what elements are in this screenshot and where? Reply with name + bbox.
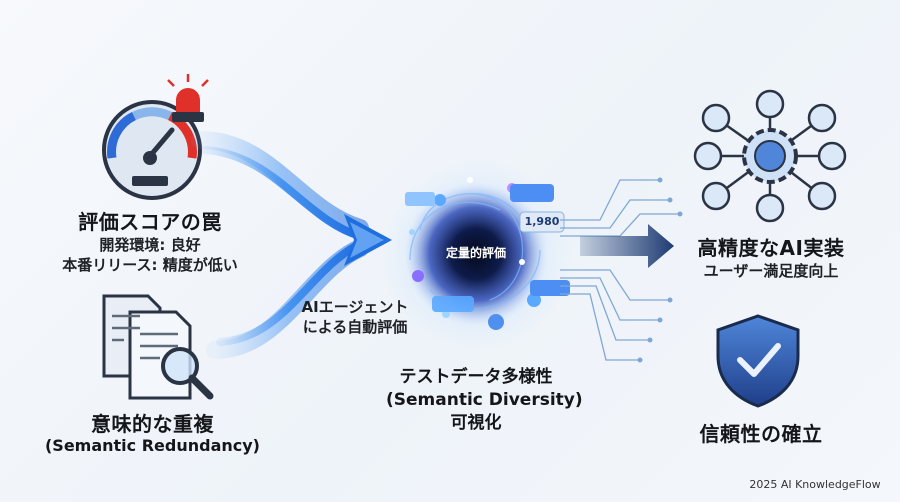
redundancy-title: 意味的な重複 bbox=[91, 412, 214, 436]
diversity-title-line2: (Semantic Diversity) bbox=[386, 390, 583, 410]
footer-credit: 2025 AI KnowledgeFlow bbox=[749, 478, 881, 491]
vortex-badge-number: 1,980 bbox=[524, 215, 560, 228]
circuit-lines bbox=[560, 177, 683, 363]
documents-magnifier-icon bbox=[102, 294, 214, 400]
gauge-alarm-icon bbox=[102, 74, 209, 200]
semantic-vortex bbox=[380, 158, 572, 350]
trap-line-prod: 本番リリース: 精度が低い bbox=[62, 256, 238, 274]
diversity-title-line3: 可視化 bbox=[450, 413, 502, 433]
redundancy-subtitle: (Semantic Redundancy) bbox=[44, 436, 260, 455]
diversity-title-line1: テストデータ多様性 bbox=[399, 367, 553, 387]
data-stream-arrow bbox=[191, 131, 392, 359]
trap-title: 評価スコアの罠 bbox=[78, 210, 222, 234]
arrow-label-line2: による自動評価 bbox=[302, 318, 408, 336]
shield-check-icon bbox=[716, 314, 800, 408]
accuracy-subtitle: ユーザー満足度向上 bbox=[703, 262, 839, 280]
brain-gear-network-icon bbox=[693, 89, 847, 223]
arrow-label-line1: AIエージェント bbox=[301, 298, 409, 316]
vortex-inner-label: 定量的評価 bbox=[445, 246, 506, 260]
reliability-title: 信頼性の確立 bbox=[699, 422, 823, 446]
trap-line-dev: 開発環境: 良好 bbox=[99, 236, 201, 254]
accuracy-title: 高精度なAI実装 bbox=[697, 236, 845, 260]
output-arrow bbox=[580, 224, 674, 268]
chat-bubble-icons bbox=[405, 184, 570, 312]
